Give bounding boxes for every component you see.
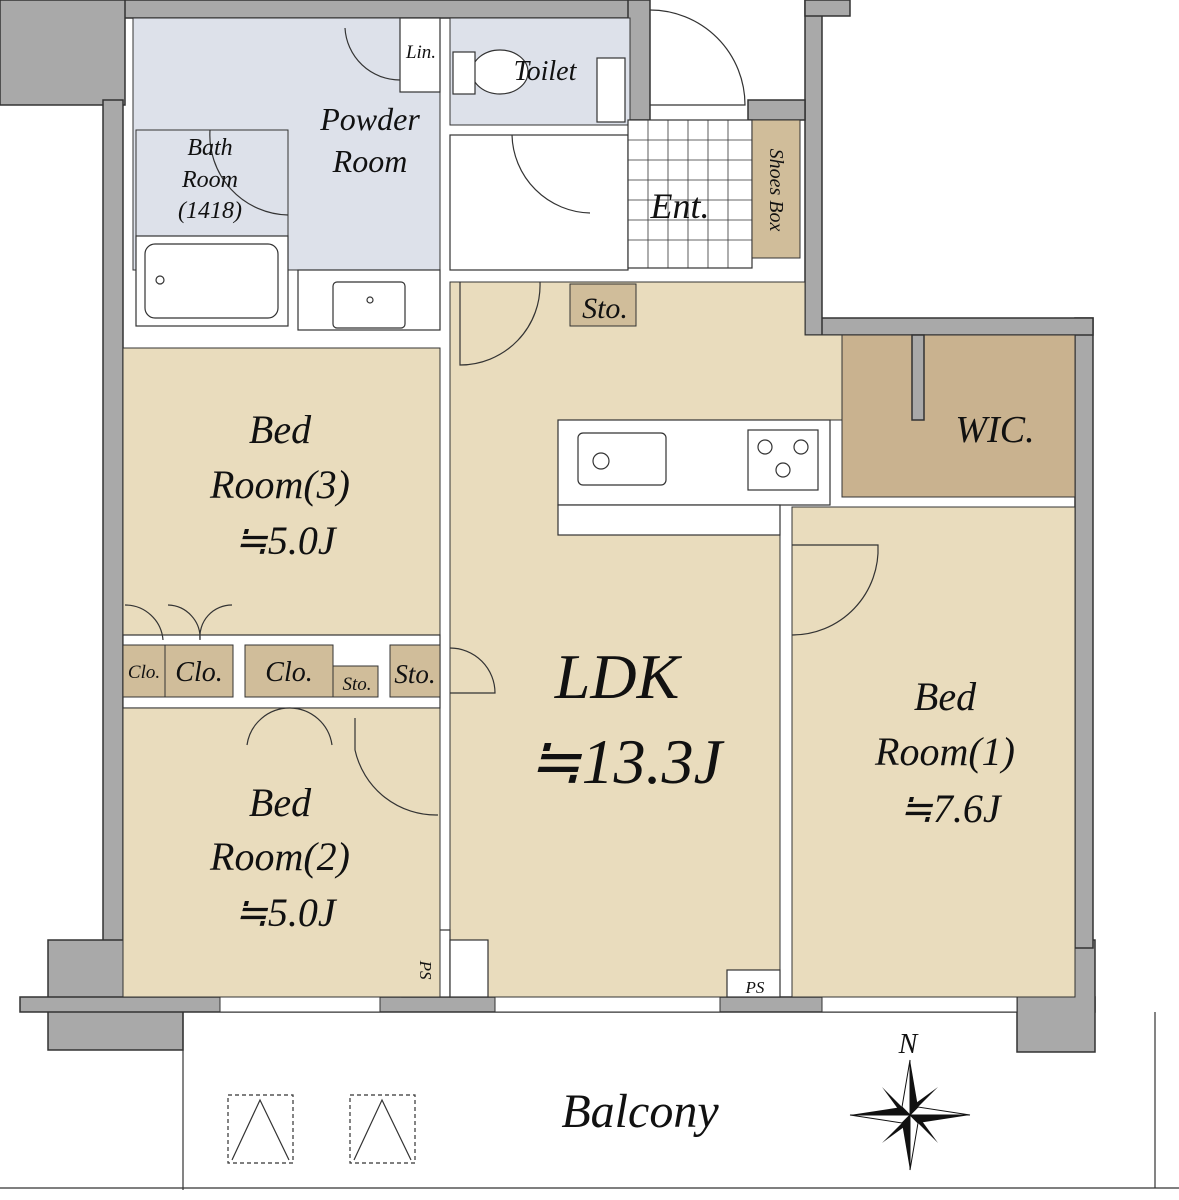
ps-right bbox=[726, 969, 781, 998]
wic-label: WIC. bbox=[955, 409, 1034, 451]
ldk-size: ≒13.3J bbox=[528, 726, 725, 797]
storage-label: Sto. bbox=[394, 659, 435, 689]
washbasin-icon bbox=[332, 281, 406, 329]
entrance-tiles bbox=[628, 120, 752, 268]
bed1-label: Room(1) bbox=[874, 729, 1015, 774]
balcony-label: Balcony bbox=[561, 1085, 719, 1138]
linen-label: Lin. bbox=[405, 42, 436, 63]
storage-right bbox=[389, 644, 441, 698]
storage-hall-label: Sto. bbox=[582, 292, 628, 325]
closet-label: Clo. bbox=[175, 657, 222, 688]
storage-small bbox=[332, 665, 379, 698]
bed1-size: ≒7.6J bbox=[899, 786, 1003, 831]
ps-right-label: PS bbox=[745, 978, 765, 997]
bed3-room bbox=[122, 347, 441, 636]
bath-room-label: Room bbox=[181, 167, 238, 193]
closet-3 bbox=[244, 644, 334, 698]
bed3-size: ≒5.0J bbox=[234, 518, 338, 563]
hand-sink-icon bbox=[596, 57, 626, 123]
bed2-label: Bed bbox=[249, 780, 312, 825]
shoes-box-label: Shoes Box bbox=[765, 149, 787, 232]
bed3-label: Bed bbox=[249, 407, 312, 452]
entrance-floor bbox=[627, 119, 753, 269]
powder-room-label: Room bbox=[332, 143, 408, 179]
closet-2 bbox=[164, 644, 234, 698]
windows bbox=[219, 996, 1018, 1013]
closet-1 bbox=[122, 644, 166, 698]
bath-room bbox=[135, 129, 289, 237]
wic-room bbox=[841, 334, 1076, 498]
bed2-label: Room(2) bbox=[209, 834, 350, 879]
bathtub-icon bbox=[144, 243, 279, 319]
closet-label: Clo. bbox=[265, 657, 312, 688]
bath-room-label: Bath bbox=[187, 135, 232, 161]
bed1-room bbox=[791, 506, 1076, 998]
ps-left-label: PS bbox=[416, 960, 435, 980]
bed2-size: ≒5.0J bbox=[234, 890, 338, 935]
compass-icon: N bbox=[849, 1029, 971, 1171]
storage-label: Sto. bbox=[342, 674, 371, 695]
bed2-room bbox=[122, 707, 441, 998]
storage-hall bbox=[569, 283, 637, 327]
balcony bbox=[0, 1012, 1179, 1190]
entrance-door-swing bbox=[649, 9, 746, 106]
toilet-label: Toilet bbox=[514, 56, 578, 87]
bed3-label: Room(3) bbox=[209, 462, 350, 507]
powder-room-label: Powder bbox=[319, 101, 420, 137]
shoes-box bbox=[751, 119, 801, 259]
stove-icon bbox=[747, 429, 819, 491]
bath-room-label: (1418) bbox=[178, 198, 242, 224]
ldk-label: LDK bbox=[554, 641, 683, 712]
kitchen-sink-icon bbox=[577, 432, 667, 486]
closet-label: Clo. bbox=[128, 662, 160, 683]
bed1-label: Bed bbox=[914, 674, 977, 719]
compass-north-label: N bbox=[898, 1029, 919, 1060]
linen-closet bbox=[399, 17, 441, 93]
hall bbox=[449, 134, 629, 271]
entrance-label: Ent. bbox=[650, 186, 710, 226]
